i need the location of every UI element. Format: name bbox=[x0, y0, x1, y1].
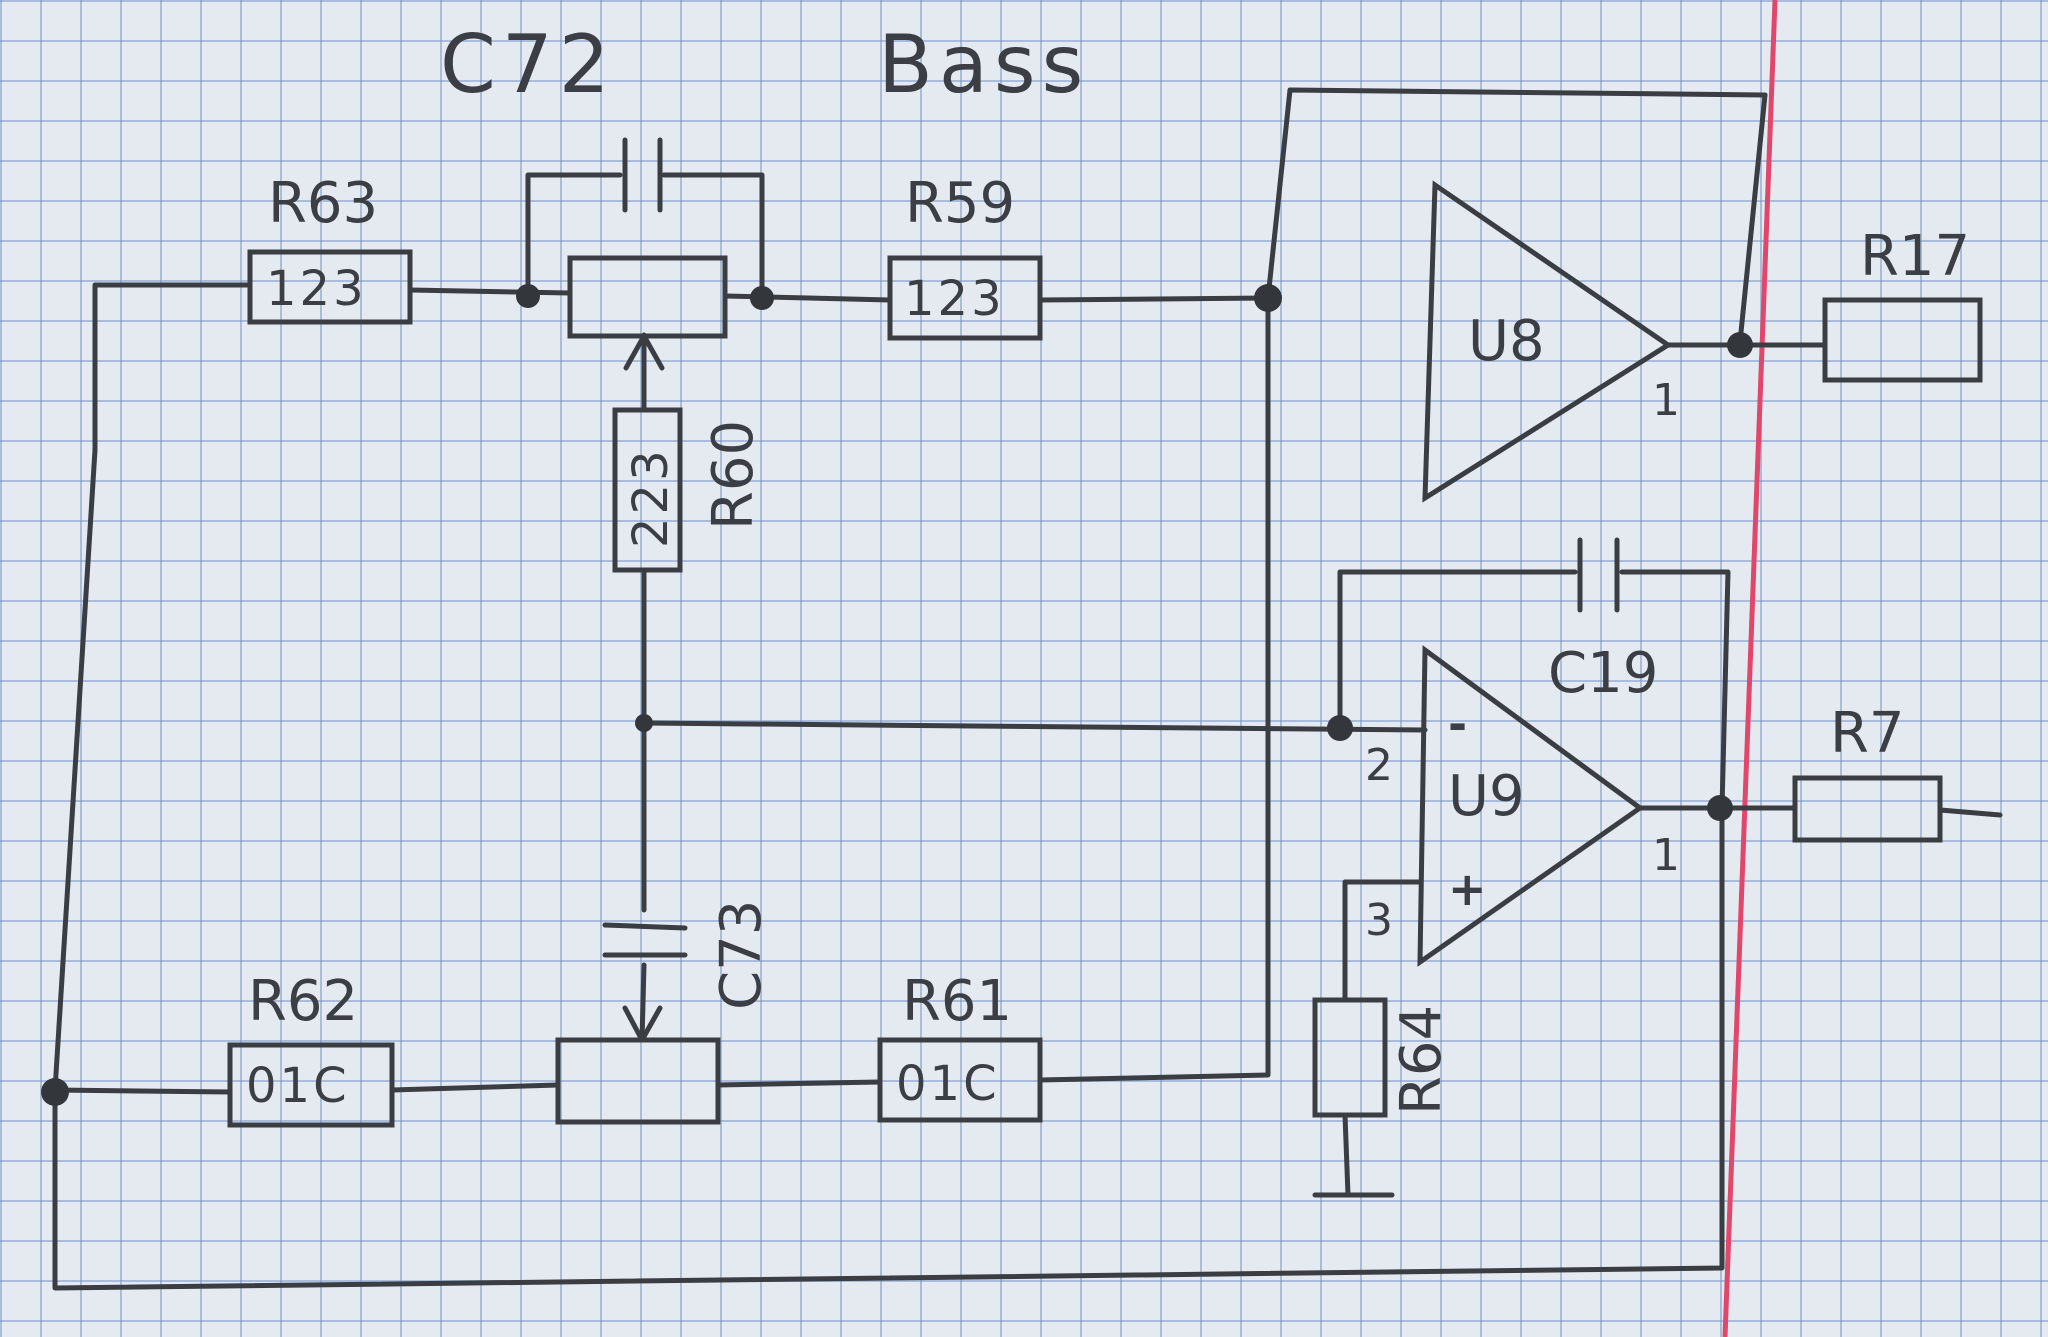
junction-dot bbox=[516, 284, 540, 308]
capacitor-c73 bbox=[602, 922, 688, 958]
label-r62: R62 bbox=[248, 969, 358, 1034]
wire-c19-left bbox=[1337, 569, 1578, 733]
pin-u8-out: 1 bbox=[1652, 375, 1680, 426]
value-r61: 01C bbox=[896, 1056, 1000, 1112]
junction-dot bbox=[635, 714, 653, 732]
wiper-arrow-down-icon bbox=[622, 1005, 663, 1043]
resistor-r7 bbox=[1792, 775, 1943, 843]
resistor-r17 bbox=[1822, 297, 1983, 383]
wire-r63-pot bbox=[407, 287, 573, 296]
label-u8: U8 bbox=[1468, 309, 1545, 374]
junction-dot bbox=[1707, 795, 1733, 821]
resistor-r64 bbox=[1312, 997, 1388, 1118]
label-u9: U9 bbox=[1448, 764, 1525, 829]
junction-dot bbox=[1327, 715, 1353, 741]
resistor-r61 bbox=[877, 1037, 1043, 1123]
opamp-u8 bbox=[1422, 180, 1673, 503]
label-r61: R61 bbox=[902, 969, 1012, 1034]
wires bbox=[52, 87, 2003, 1291]
potentiometer-bottom bbox=[555, 1037, 721, 1125]
junctions bbox=[41, 284, 1753, 1106]
wire-c73-wiper bbox=[639, 962, 647, 1043]
label-bass: Bass bbox=[878, 18, 1089, 111]
pin-u9-out: 1 bbox=[1652, 830, 1680, 881]
wire-r59-node bbox=[1037, 295, 1271, 303]
resistor-r63 bbox=[247, 249, 413, 325]
sign-minus: - bbox=[1448, 697, 1467, 751]
wire-pot-r61 bbox=[715, 1079, 883, 1088]
opamp-u9 bbox=[1417, 645, 1645, 967]
margin-line bbox=[1722, 0, 1778, 1337]
wire-feedback-right bbox=[1737, 92, 1768, 345]
junction-dot bbox=[1254, 284, 1282, 312]
wire-c72-right bbox=[661, 172, 765, 300]
label-r63: R63 bbox=[268, 171, 378, 236]
wire-c19-right bbox=[1619, 569, 1731, 811]
pin-u9-noninv: 3 bbox=[1365, 895, 1393, 946]
sign-plus: + bbox=[1448, 862, 1487, 916]
wire-u9-noninv bbox=[1342, 879, 1423, 1003]
junction-dot bbox=[41, 1078, 69, 1106]
wire-r7-out bbox=[1937, 807, 2003, 818]
label-r59: R59 bbox=[905, 171, 1015, 236]
wire-left-top bbox=[92, 282, 253, 453]
potentiometer-top bbox=[567, 255, 728, 339]
junction-dot bbox=[1727, 332, 1753, 358]
wiper-arrow-up-icon bbox=[623, 333, 665, 371]
capacitor-c19 bbox=[1577, 537, 1620, 613]
wire-pot-r59 bbox=[722, 293, 893, 303]
resistor-r62 bbox=[227, 1042, 395, 1128]
pin-u9-inv: 2 bbox=[1365, 740, 1393, 791]
label-r7: R7 bbox=[1830, 701, 1905, 766]
label-c73: C73 bbox=[709, 900, 774, 1010]
capacitor-c72 bbox=[622, 137, 663, 213]
value-r63: 123 bbox=[266, 261, 367, 317]
wire-left-vertical bbox=[52, 447, 98, 1093]
label-c72: C72 bbox=[440, 18, 616, 111]
wire-r62-pot bbox=[389, 1082, 561, 1093]
label-c19: C19 bbox=[1548, 641, 1658, 706]
wire-c72-left bbox=[525, 172, 623, 296]
label-r60: R60 bbox=[701, 420, 766, 530]
junction-dot bbox=[750, 286, 774, 310]
wire-right-vertical bbox=[1037, 295, 1271, 1083]
wire-r64-gnd bbox=[1342, 1112, 1351, 1198]
wire-to-u9-inv bbox=[641, 720, 1428, 733]
wire-node-r62 bbox=[52, 1087, 233, 1095]
resistor-r59 bbox=[887, 255, 1043, 341]
value-r59: 123 bbox=[904, 271, 1005, 327]
label-r17: R17 bbox=[1860, 224, 1970, 289]
value-r60: 223 bbox=[623, 447, 679, 548]
wire-feedback-top bbox=[1265, 87, 1768, 301]
resistor-r60 bbox=[612, 407, 683, 573]
wire-bottom-return bbox=[52, 805, 1725, 1291]
label-r64: R64 bbox=[1389, 1005, 1454, 1115]
value-r62: 01C bbox=[246, 1058, 350, 1114]
